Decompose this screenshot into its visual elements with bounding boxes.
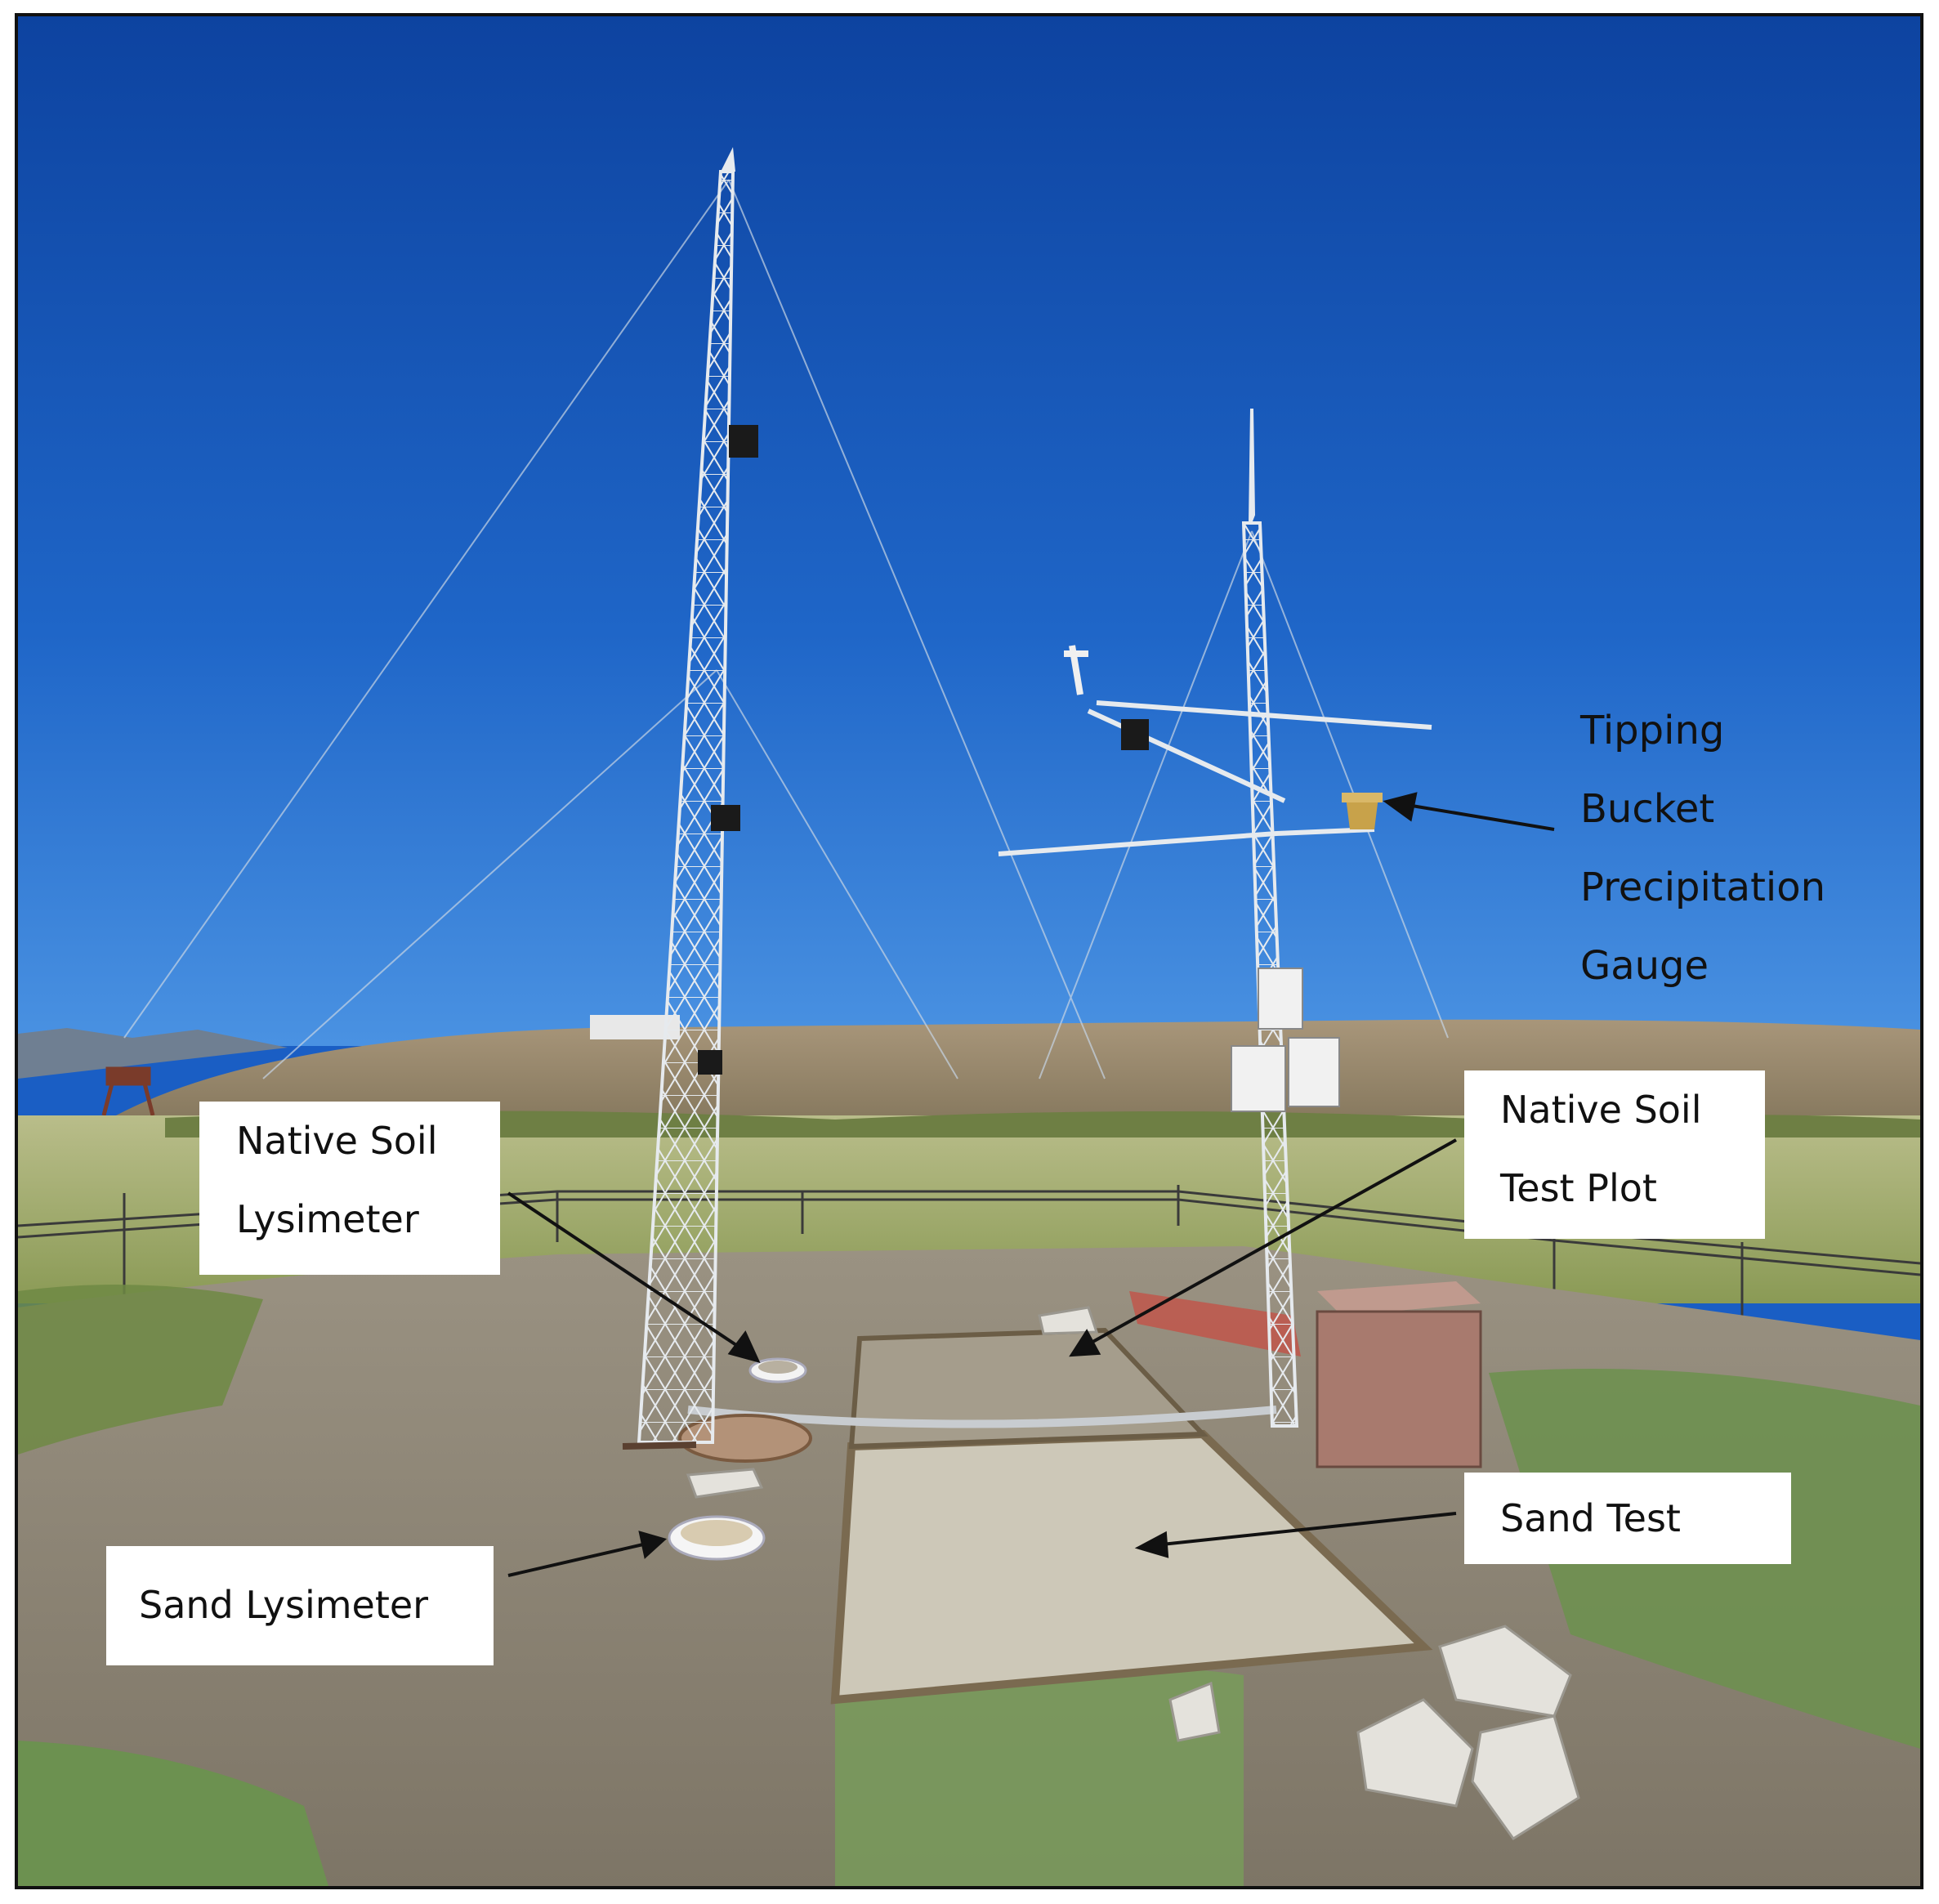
label-sand-test: Sand Test bbox=[1464, 1473, 1791, 1564]
photo-frame: Tipping Bucket Precipitation Gauge Nativ… bbox=[15, 13, 1923, 1889]
label-native-soil-test-plot-line-2: Test Plot bbox=[1500, 1166, 1657, 1210]
label-native-soil-test-plot-line-1: Native Soil bbox=[1500, 1070, 1729, 1149]
met-tower bbox=[998, 408, 1432, 1428]
sky bbox=[18, 16, 1920, 1046]
lattice-tower bbox=[622, 147, 758, 1450]
vegetation-bottom-left bbox=[18, 1741, 328, 1886]
pipe-bundle bbox=[1129, 1291, 1301, 1356]
label-sand-lysimeter: Sand Lysimeter bbox=[106, 1546, 494, 1665]
guy-wires bbox=[123, 179, 1449, 1079]
label-tipping-bucket-line-4: Gauge bbox=[1580, 943, 1709, 989]
vegetation-bottom bbox=[835, 1667, 1244, 1886]
label-native-soil-lysimeter-line-2: Lysimeter bbox=[236, 1197, 419, 1241]
mountains bbox=[18, 1028, 288, 1079]
sand-lysimeter-ring bbox=[668, 1515, 766, 1561]
water-tower bbox=[101, 1066, 155, 1116]
label-native-soil-lysimeter: Native Soil Lysimeter bbox=[199, 1102, 500, 1275]
label-tipping-bucket-line-3: Precipitation bbox=[1580, 865, 1826, 910]
label-sand-lysimeter-line-1: Sand Lysimeter bbox=[139, 1583, 429, 1627]
sand-test-plot bbox=[835, 1434, 1423, 1700]
label-soil-word: Soil bbox=[369, 1119, 438, 1163]
tipping-bucket-gauge bbox=[1346, 797, 1378, 829]
equipment-box bbox=[1316, 1281, 1482, 1468]
label-sand-test-line-1: Sand Test bbox=[1500, 1479, 1755, 1558]
label-tipping-bucket-line-1: Tipping bbox=[1580, 708, 1725, 753]
label-native-soil-test-plot: Native Soil Test Plot bbox=[1464, 1070, 1765, 1239]
label-native-word: Native bbox=[236, 1119, 358, 1163]
field-station-photo bbox=[18, 16, 1920, 1886]
label-native-soil-lysimeter-line-1: Native Soil bbox=[236, 1102, 463, 1180]
label-sand-word: Sand bbox=[1500, 1496, 1595, 1540]
label-soil-word-2: Soil bbox=[1633, 1088, 1702, 1132]
vegetation-left bbox=[18, 1285, 263, 1455]
label-tipping-bucket: Tipping Bucket Precipitation Gauge bbox=[1580, 691, 1874, 1005]
rocks bbox=[686, 1306, 1580, 1841]
native-soil-lysimeter-ring bbox=[748, 1357, 807, 1383]
native-plot-frame bbox=[848, 1327, 1209, 1450]
label-tipping-bucket-line-2: Bucket bbox=[1580, 786, 1715, 832]
label-native-word-2: Native bbox=[1500, 1088, 1622, 1132]
annotation-arrows bbox=[507, 792, 1555, 1577]
label-test-word: Test bbox=[1606, 1496, 1681, 1540]
